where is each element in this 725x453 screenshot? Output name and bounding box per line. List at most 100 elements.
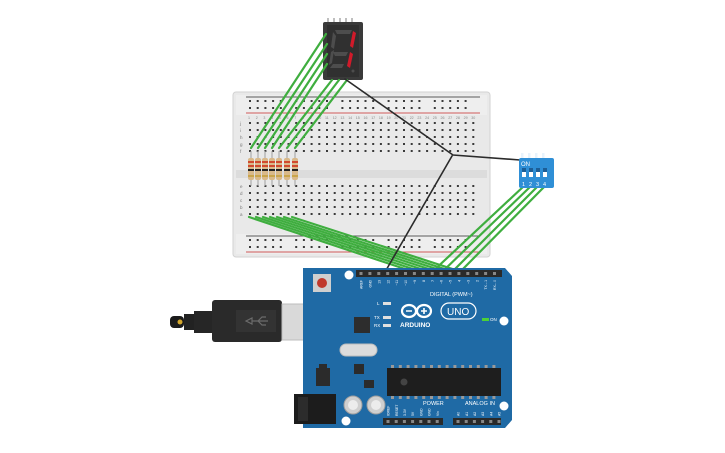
digital-pin-label: GND	[369, 279, 373, 287]
row-letter: i	[240, 128, 241, 133]
row-letter: f	[240, 149, 242, 154]
resistor[interactable]	[284, 151, 290, 186]
digital-pin-label: TX→1	[484, 280, 488, 290]
resistor[interactable]	[255, 151, 261, 186]
digital-pin-label: ~9	[413, 280, 417, 284]
column-number: 16	[364, 116, 368, 120]
wires-dip-to-arduino[interactable]	[428, 184, 547, 276]
arduino-logo	[400, 303, 433, 319]
wires-resistors-to-arduino[interactable]	[247, 215, 470, 276]
dip-number-2: 2	[529, 182, 532, 188]
digital-pin-label: 12	[386, 280, 390, 284]
power-header-label: POWER	[423, 401, 444, 407]
dip-number-4: 4	[543, 182, 546, 188]
microcontroller-chip	[387, 365, 501, 399]
column-number: 20	[394, 116, 398, 120]
power-pin-label: GND	[428, 408, 432, 416]
power-pin-label: GND	[419, 408, 423, 416]
row-letter: g	[240, 142, 243, 147]
power-pin-label: 3.3V	[403, 408, 407, 416]
reset-button[interactable]	[313, 274, 331, 292]
led-on-label: ON	[490, 317, 497, 322]
column-number: 30	[471, 116, 475, 120]
lit-segments	[347, 31, 356, 68]
column-number: 22	[410, 116, 414, 120]
column-number: 25	[433, 116, 437, 120]
resistor[interactable]	[276, 151, 282, 186]
usb-cable[interactable]	[170, 300, 335, 342]
led-rx-label: RX	[374, 323, 380, 328]
column-number: 11	[325, 116, 329, 120]
digital-pin-label: 13	[377, 280, 381, 284]
digital-header-label: DIGITAL (PWM~)	[430, 292, 473, 298]
analog-pin-label: A3	[481, 412, 485, 416]
analog-pin-label: A5	[498, 412, 502, 416]
analog-header[interactable]	[453, 418, 501, 425]
arduino-brand: ARDUINO	[400, 322, 430, 329]
column-number: 6	[287, 116, 289, 120]
column-number: 12	[333, 116, 337, 120]
column-number: 4	[271, 116, 273, 120]
analog-pin-label: A1	[465, 412, 469, 416]
column-number: 5	[279, 116, 281, 120]
row-letter: j	[239, 121, 241, 126]
wires-ground[interactable]	[344, 78, 521, 273]
column-number: 1	[248, 116, 250, 120]
dip-switch[interactable]: ON 1 2 3 4	[519, 153, 554, 188]
column-number: 21	[402, 116, 406, 120]
column-number: 27	[448, 116, 452, 120]
svg-text:UNO: UNO	[447, 307, 469, 318]
resistor[interactable]	[269, 151, 275, 186]
column-number: 23	[417, 116, 421, 120]
row-letter: e	[240, 184, 243, 189]
digital-pin-label: RX←0	[493, 280, 497, 290]
analog-pin-label: A2	[473, 412, 477, 416]
row-letter: d	[240, 191, 243, 196]
digital-pin-label: 7	[431, 280, 435, 282]
power-pin-label: IOREF	[387, 406, 391, 416]
row-letter: c	[240, 198, 243, 203]
dip-number-3: 3	[536, 182, 539, 188]
column-number: 13	[340, 116, 344, 120]
seven-segment-display[interactable]	[323, 18, 363, 80]
analog-header-label: ANALOG IN	[465, 401, 495, 407]
column-number: 24	[425, 116, 429, 120]
column-number: 2	[256, 116, 258, 120]
column-number: 14	[348, 116, 352, 120]
dip-on-label: ON	[521, 162, 530, 168]
digital-pin-label: ~3	[466, 280, 470, 284]
power-pin-label: 5V	[411, 411, 415, 416]
digital-pin-label: 2	[475, 280, 479, 282]
digital-header[interactable]	[356, 270, 502, 277]
resistor-array[interactable]	[248, 151, 298, 186]
dip-toggles[interactable]	[522, 168, 547, 177]
row-letter: a	[240, 212, 243, 217]
column-number: 19	[387, 116, 391, 120]
power-pin-label: RESET	[395, 405, 399, 416]
row-letter: b	[240, 205, 243, 210]
led-l-label: L	[377, 301, 380, 306]
analog-pin-label: A0	[457, 412, 461, 416]
column-number: 29	[464, 116, 468, 120]
digital-pin-label: AREF	[360, 280, 364, 289]
column-number: 3	[263, 116, 265, 120]
led-tx-label: TX	[374, 315, 380, 320]
wires-display-to-resistors[interactable]	[249, 32, 349, 150]
resistor[interactable]	[292, 151, 298, 186]
digital-pin-label: 8	[422, 280, 426, 282]
digital-pin-label: ~5	[449, 280, 453, 284]
resistor[interactable]	[262, 151, 268, 186]
row-letter: h	[240, 135, 243, 140]
column-number: 15	[356, 116, 360, 120]
analog-pin-label: A4	[489, 412, 493, 416]
dip-number-1: 1	[522, 182, 525, 188]
column-number: 17	[371, 116, 375, 120]
resistor[interactable]	[248, 151, 254, 186]
digital-pin-label: ~10	[404, 280, 408, 286]
digital-pin-label: ~6	[440, 280, 444, 284]
column-number: 7	[294, 116, 296, 120]
digital-pin-label: ~11	[395, 280, 399, 286]
column-number: 28	[456, 116, 460, 120]
